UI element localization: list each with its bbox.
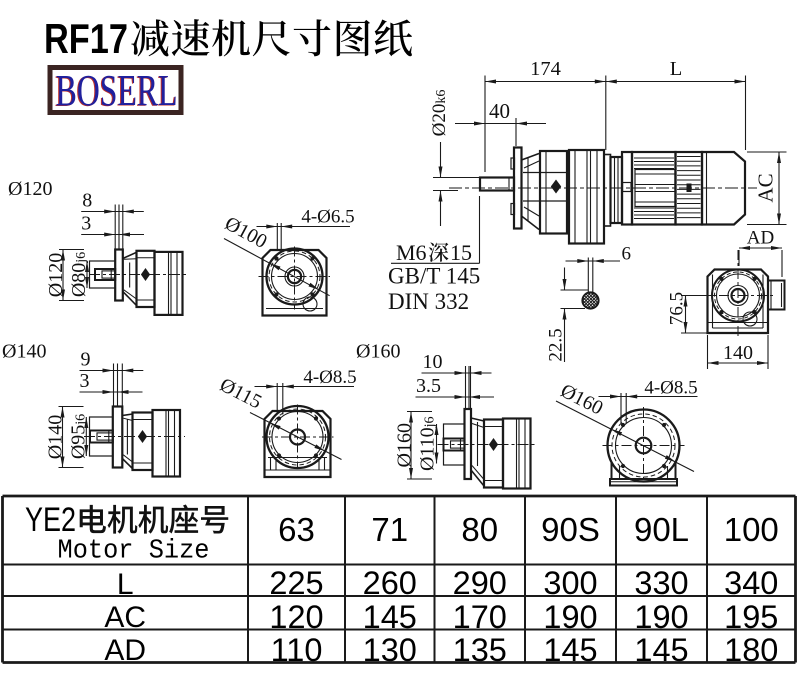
svg-text:190: 190	[634, 599, 688, 635]
svg-text:AD: AD	[104, 634, 146, 667]
svg-text:76.5: 76.5	[667, 292, 688, 325]
svg-text:4-Ø8.5: 4-Ø8.5	[644, 378, 697, 399]
svg-text:195: 195	[724, 599, 778, 635]
svg-text:145: 145	[363, 599, 417, 635]
svg-text:130: 130	[363, 632, 417, 668]
svg-text:40: 40	[489, 99, 510, 123]
svg-text:3: 3	[80, 370, 90, 392]
svg-text:L: L	[117, 568, 134, 601]
svg-text:4-Ø6.5: 4-Ø6.5	[301, 207, 354, 228]
svg-text:AC: AC	[754, 173, 778, 202]
svg-text:340: 340	[724, 565, 778, 601]
svg-text:330: 330	[634, 565, 688, 601]
svg-text:140: 140	[723, 342, 753, 364]
svg-text:120: 120	[269, 599, 323, 635]
svg-text:Motor Size: Motor Size	[58, 537, 210, 567]
svg-text:RF17: RF17	[44, 15, 128, 62]
svg-text:71: 71	[371, 511, 408, 548]
svg-text:80: 80	[461, 511, 498, 548]
svg-text:4-Ø8.5: 4-Ø8.5	[303, 367, 356, 388]
svg-text:Ø120: Ø120	[45, 253, 67, 297]
svg-text:10: 10	[423, 351, 443, 373]
svg-text:Ø120: Ø120	[8, 178, 52, 200]
svg-text:Ø160: Ø160	[394, 423, 416, 467]
svg-text:63: 63	[278, 511, 315, 548]
svg-text:225: 225	[269, 565, 323, 601]
svg-text:260: 260	[363, 565, 417, 601]
svg-text:DIN 332: DIN 332	[388, 289, 469, 314]
svg-text:L: L	[670, 58, 683, 80]
svg-text:6: 6	[622, 244, 632, 265]
svg-text:9: 9	[81, 349, 91, 371]
svg-text:170: 170	[453, 599, 507, 635]
svg-text:BOSERL: BOSERL	[56, 66, 178, 115]
svg-text:8: 8	[82, 190, 92, 212]
svg-text:135: 135	[453, 632, 507, 668]
svg-text:3: 3	[81, 213, 91, 235]
svg-text:100: 100	[724, 511, 779, 548]
svg-text:15: 15	[450, 240, 472, 265]
svg-text:110: 110	[271, 632, 323, 668]
svg-text:YE2: YE2	[25, 501, 76, 539]
svg-text:22.5: 22.5	[546, 328, 567, 361]
svg-text:145: 145	[543, 632, 597, 668]
svg-text:290: 290	[453, 565, 507, 601]
svg-text:Ø140: Ø140	[2, 341, 46, 363]
svg-text:90L: 90L	[634, 511, 689, 548]
svg-text:300: 300	[543, 565, 597, 601]
svg-text:AC: AC	[104, 601, 146, 634]
svg-text:Ø140: Ø140	[45, 415, 67, 459]
svg-text:Ø160: Ø160	[356, 341, 400, 363]
svg-text:190: 190	[543, 599, 597, 635]
svg-text:GB/T 145: GB/T 145	[388, 264, 480, 289]
svg-text:180: 180	[724, 632, 778, 668]
svg-text:90S: 90S	[541, 511, 600, 548]
svg-text:AD: AD	[747, 228, 774, 249]
svg-text:145: 145	[634, 632, 688, 668]
svg-text:3.5: 3.5	[416, 375, 441, 397]
svg-text:M6: M6	[396, 240, 427, 265]
svg-text:174: 174	[530, 58, 561, 80]
